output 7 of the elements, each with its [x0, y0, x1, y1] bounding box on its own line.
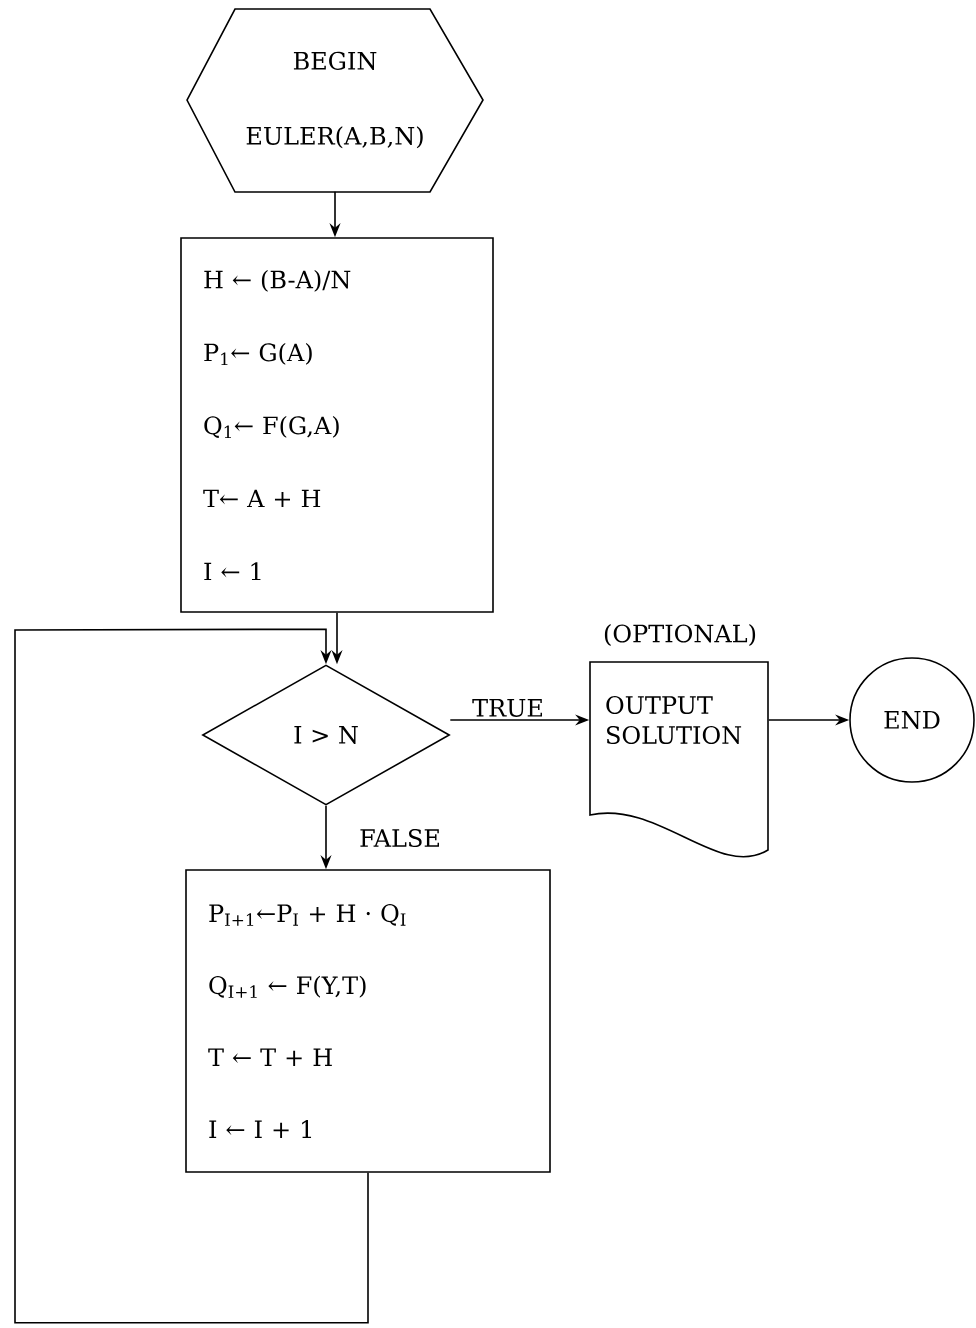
edge-label: TRUE — [472, 699, 542, 717]
arrow — [14, 628, 369, 1324]
process-box: P$_{I+1}$←P$_{I}$ + H · Q$_{I}$ Q$_{I+1}$ ← F(Y,T) T ← T + H I ← I + 1 — [185, 869, 551, 1173]
edge-label: FALSE — [360, 828, 439, 848]
process-box: H ← (B-A)/N P$_{1}$← G(A) Q$_{1}$← F(G,A) T← A + H I ← 1 — [180, 237, 494, 613]
start-hexagon: BEGIN EULER(A,B,N) — [186, 8, 484, 193]
annotation-label: (OPTIONAL) — [604, 624, 756, 646]
